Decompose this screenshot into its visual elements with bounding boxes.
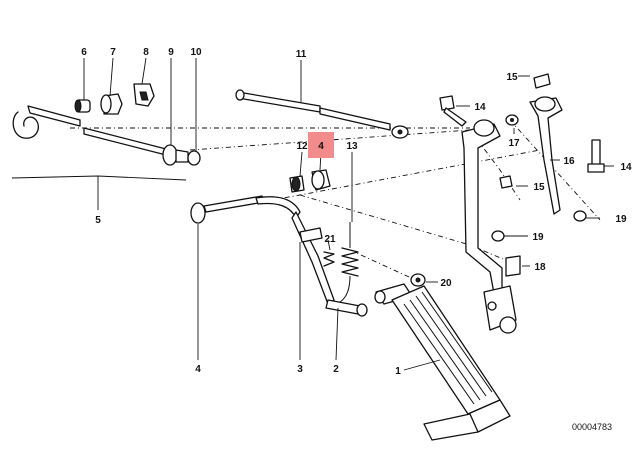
callout-10: 10 <box>190 47 202 58</box>
callout-19-right: 19 <box>615 214 627 225</box>
callout-7: 7 <box>110 47 116 58</box>
callout-21: 21 <box>324 234 336 245</box>
callout-15-mid: 15 <box>533 182 545 193</box>
callout-labels: 6 7 8 9 10 11 12 4 13 5 21 4 3 2 1 15 14… <box>81 47 632 377</box>
callout-8: 8 <box>143 47 149 58</box>
callout-20: 20 <box>440 278 452 289</box>
callout-1: 1 <box>395 366 401 377</box>
callout-17: 17 <box>508 138 520 149</box>
callout-18: 18 <box>534 262 546 273</box>
bushings-12-4 <box>289 169 331 193</box>
callout-6: 6 <box>81 47 87 58</box>
callout-14-top: 14 <box>474 102 486 113</box>
callout-16: 16 <box>563 156 575 167</box>
callout-4: 4 <box>195 364 201 375</box>
callout-3: 3 <box>297 364 303 375</box>
callout-4-highlighted: 4 <box>318 141 324 152</box>
spring-13 <box>323 222 359 303</box>
highlight-box <box>308 132 334 158</box>
callout-5: 5 <box>95 215 101 226</box>
callout-11: 11 <box>296 49 307 60</box>
bent-lever <box>190 195 368 317</box>
bracket-assembly <box>410 73 605 334</box>
callout-19-mid: 19 <box>532 232 544 243</box>
left-rod-assembly <box>12 83 201 166</box>
rod-11 <box>235 89 409 139</box>
callout-13: 13 <box>346 141 358 152</box>
callout-2: 2 <box>333 364 339 375</box>
leader-lines <box>11 57 614 371</box>
document-id: 00004783 <box>572 422 612 432</box>
callout-15-top: 15 <box>506 72 518 83</box>
callout-12: 12 <box>296 141 308 152</box>
accelerator-pedal <box>374 283 511 441</box>
callout-14-right: 14 <box>620 162 632 173</box>
callout-9: 9 <box>168 47 174 58</box>
